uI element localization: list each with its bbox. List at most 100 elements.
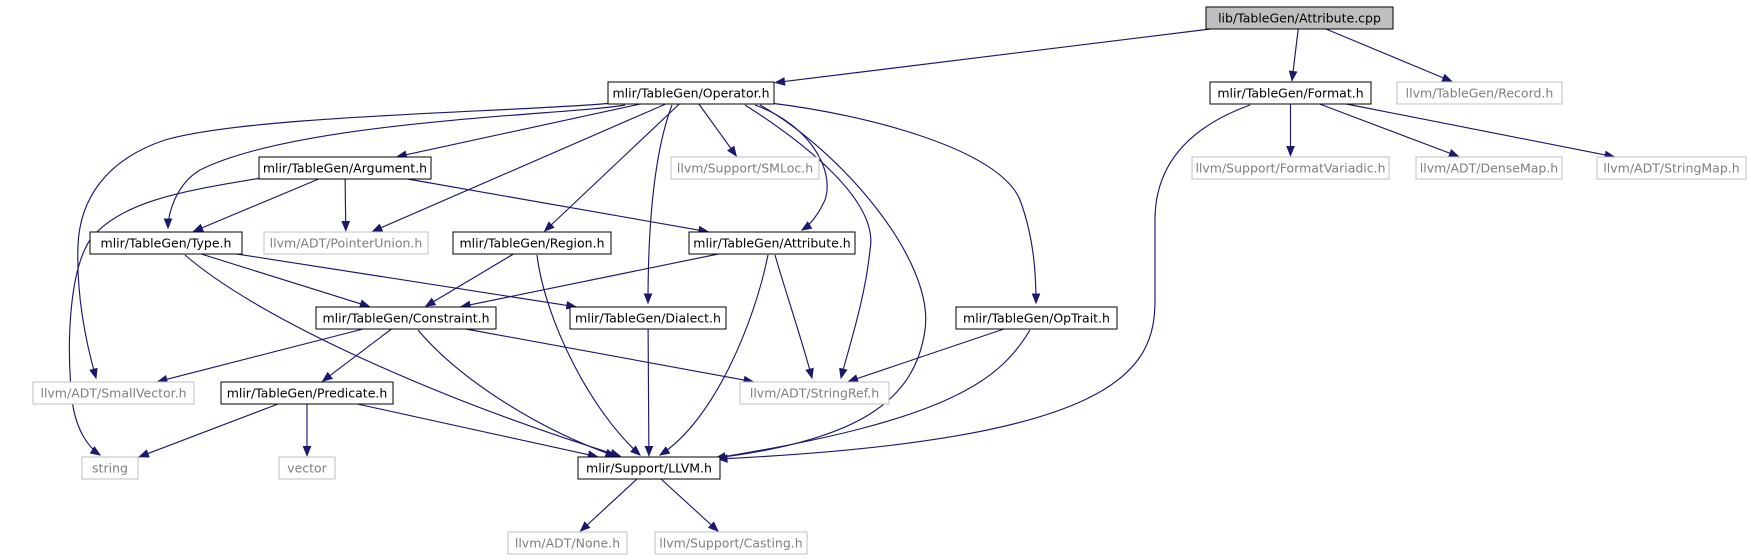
edge-arrowhead [321, 371, 333, 382]
edge-line [193, 178, 319, 232]
edge-llvm_h-to-none_h [579, 478, 638, 532]
node-casting-h[interactable]: llvm/Support/Casting.h [654, 531, 808, 555]
node-stringref-h[interactable]: llvm/ADT/StringRef.h [739, 381, 890, 405]
node-box [315, 306, 497, 330]
edge-arrowhead [774, 77, 786, 86]
node-label: llvm/Support/SMLoc.h [677, 161, 813, 176]
edge-line [157, 328, 364, 383]
node-predicate-h[interactable]: mlir/TableGen/Predicate.h [220, 381, 394, 405]
edge-constraint_h-to-llvm_h [417, 329, 617, 458]
node-label: llvm/Support/Casting.h [659, 536, 802, 551]
edge-line [717, 104, 1251, 460]
node-box [569, 306, 727, 330]
node-pointerunion-h[interactable]: llvm/ADT/PointerUnion.h [263, 231, 429, 255]
edge-operator_h-to-smallvector_h [77, 102, 614, 380]
node-label: vector [287, 461, 328, 476]
edge-arrowhead [805, 367, 814, 380]
edge-region_h-to-constraint_h [424, 253, 514, 307]
edge-line [425, 253, 514, 307]
edge-line [698, 103, 737, 157]
edge-arrowhead [424, 297, 437, 307]
edge-line [660, 478, 719, 532]
edge-line [322, 328, 392, 382]
node-box [1209, 81, 1372, 105]
node-label: llvm/Support/FormatVariadic.h [1195, 161, 1385, 176]
node-box [1396, 81, 1563, 105]
node-box [220, 381, 394, 405]
node-label: mlir/TableGen/Constraint.h [322, 311, 489, 326]
edge-operator_h-to-smloc_h [698, 103, 737, 157]
edge-line [848, 328, 1005, 383]
node-box [507, 531, 628, 555]
node-region-h[interactable]: mlir/TableGen/Region.h [452, 231, 612, 255]
node-box [955, 306, 1118, 330]
node-operator-h[interactable]: mlir/TableGen/Operator.h [607, 81, 775, 105]
edge-line [397, 103, 641, 158]
node-format-h[interactable]: mlir/TableGen/Format.h [1209, 81, 1372, 105]
edge-arrowhead [658, 446, 671, 456]
node-optrait-h[interactable]: mlir/TableGen/OpTrait.h [955, 306, 1118, 330]
edge-attr_cpp-to-operator_h [774, 28, 1211, 86]
node-label: llvm/ADT/DenseMap.h [1420, 161, 1558, 176]
node-label: mlir/TableGen/OpTrait.h [963, 311, 1110, 326]
edge-argument_h-to-pointerunion_h [341, 178, 351, 232]
edge-attr_cpp-to-record_h [1325, 28, 1453, 82]
node-label: llvm/ADT/StringMap.h [1603, 161, 1739, 176]
edge-line [184, 254, 621, 457]
node-string[interactable]: string [81, 456, 139, 480]
edge-format_h-to-formatvariadic_h [1286, 104, 1295, 157]
edge-format_h-to-stringmap_h [1346, 103, 1616, 160]
node-vector[interactable]: vector [278, 456, 336, 480]
edge-arrowhead [839, 367, 848, 380]
edge-arrowhead [543, 221, 555, 232]
node-label: llvm/ADT/None.h [515, 536, 620, 551]
node-attribute-h[interactable]: mlir/TableGen/Attribute.h [688, 231, 856, 255]
edge-line [647, 104, 673, 304]
edge-arrowhead [1441, 73, 1453, 82]
node-label: mlir/TableGen/Format.h [1217, 86, 1363, 101]
edge-line [715, 104, 927, 459]
node-type-h[interactable]: mlir/TableGen/Type.h [89, 231, 243, 255]
node-label: mlir/TableGen/Region.h [460, 236, 605, 251]
edge-optrait_h-to-stringref_h [847, 328, 1005, 383]
edge-arrowhead [727, 145, 737, 157]
edge-constraint_h-to-stringref_h [465, 328, 755, 385]
node-stringmap-h[interactable]: llvm/ADT/StringMap.h [1596, 156, 1747, 180]
node-smloc-h[interactable]: llvm/Support/SMLoc.h [670, 156, 820, 180]
node-box [452, 231, 612, 255]
edge-line [580, 478, 638, 532]
edge-argument_h-to-attribute_h [407, 178, 710, 235]
edge-arrowhead [138, 449, 150, 458]
edge-line [460, 253, 719, 308]
node-constraint-h[interactable]: mlir/TableGen/Constraint.h [315, 306, 497, 330]
edge-arrowhead [1448, 149, 1460, 158]
node-label: llvm/ADT/StringRef.h [750, 386, 879, 401]
node-box [1191, 156, 1390, 180]
node-argument-h[interactable]: mlir/TableGen/Argument.h [258, 156, 432, 180]
edge-line [744, 104, 872, 379]
node-dialect-h[interactable]: mlir/TableGen/Dialect.h [569, 306, 727, 330]
edge-line [407, 178, 708, 233]
edge-operator_h-to-stringref_h [744, 104, 872, 380]
node-llvm-h[interactable]: mlir/Support/LLVM.h [577, 456, 721, 480]
node-box [1415, 156, 1563, 180]
edge-line [465, 328, 754, 383]
edge-type_h-to-llvm_h [184, 254, 622, 458]
node-label: mlir/TableGen/Type.h [101, 236, 232, 251]
edge-line [77, 102, 614, 379]
edge-line [372, 103, 666, 232]
edge-arrowhead [89, 367, 98, 380]
edge-line [68, 177, 262, 456]
edge-attr_cpp-to-format_h [1288, 28, 1299, 82]
node-smallvector-h[interactable]: llvm/ADT/SmallVector.h [32, 381, 195, 405]
node-label: mlir/Support/LLVM.h [586, 461, 712, 476]
node-record-h[interactable]: llvm/TableGen/Record.h [1396, 81, 1563, 105]
edge-arrowhead [800, 221, 813, 231]
node-densemap-h[interactable]: llvm/ADT/DenseMap.h [1415, 156, 1563, 180]
edge-arrowhead [341, 221, 351, 232]
edges-layer [68, 28, 1616, 532]
edge-arrowhead [630, 445, 641, 456]
node-formatvariadic-h[interactable]: llvm/Support/FormatVariadic.h [1191, 156, 1390, 180]
node-none-h[interactable]: llvm/ADT/None.h [507, 531, 628, 555]
edge-line [715, 329, 1031, 459]
